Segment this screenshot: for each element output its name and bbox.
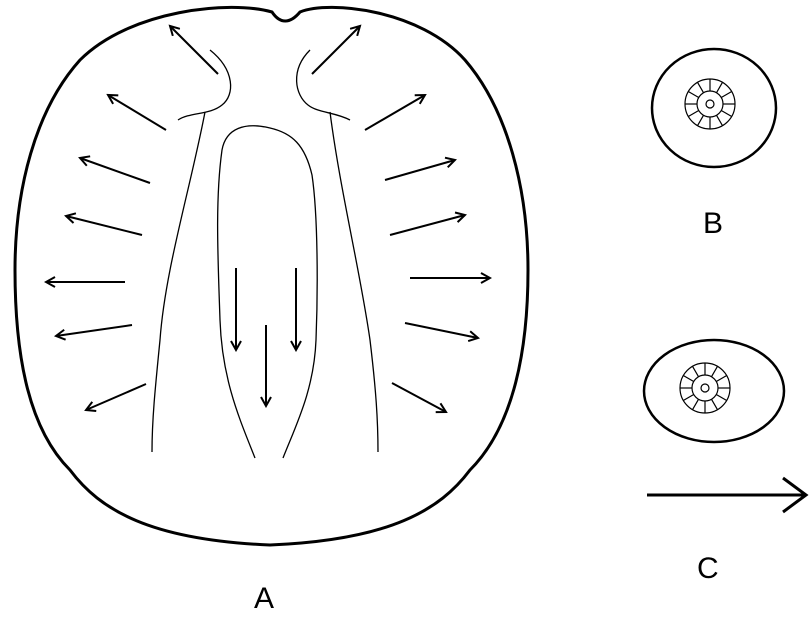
arrow-right-5 bbox=[405, 323, 478, 338]
figure-a-outline bbox=[15, 7, 528, 545]
arrow-right-6 bbox=[392, 383, 446, 412]
figure-b-nucleus bbox=[685, 79, 735, 129]
figure-c-outline bbox=[644, 340, 784, 442]
arrow-right-3 bbox=[390, 215, 465, 235]
figure-c-motion-arrow bbox=[647, 478, 806, 512]
arrow-left-1 bbox=[108, 95, 166, 130]
arrow-left-3 bbox=[66, 216, 142, 235]
figure-c: C bbox=[644, 340, 806, 585]
figure-b-outline bbox=[652, 49, 776, 167]
arrow-left-6 bbox=[86, 384, 146, 410]
label-b: B bbox=[703, 207, 723, 240]
figure-b: B bbox=[652, 49, 776, 240]
arrow-top-right bbox=[312, 26, 360, 74]
figure-c-nucleus bbox=[680, 363, 730, 413]
label-c: C bbox=[697, 552, 719, 585]
arrow-right-1 bbox=[365, 95, 425, 130]
arrow-left-5 bbox=[56, 325, 132, 336]
figure-a: A bbox=[15, 7, 528, 615]
arrow-left-2 bbox=[80, 158, 150, 183]
arrow-right-2 bbox=[385, 160, 455, 180]
figure-a-arrows bbox=[46, 26, 490, 412]
label-a: A bbox=[254, 582, 274, 615]
